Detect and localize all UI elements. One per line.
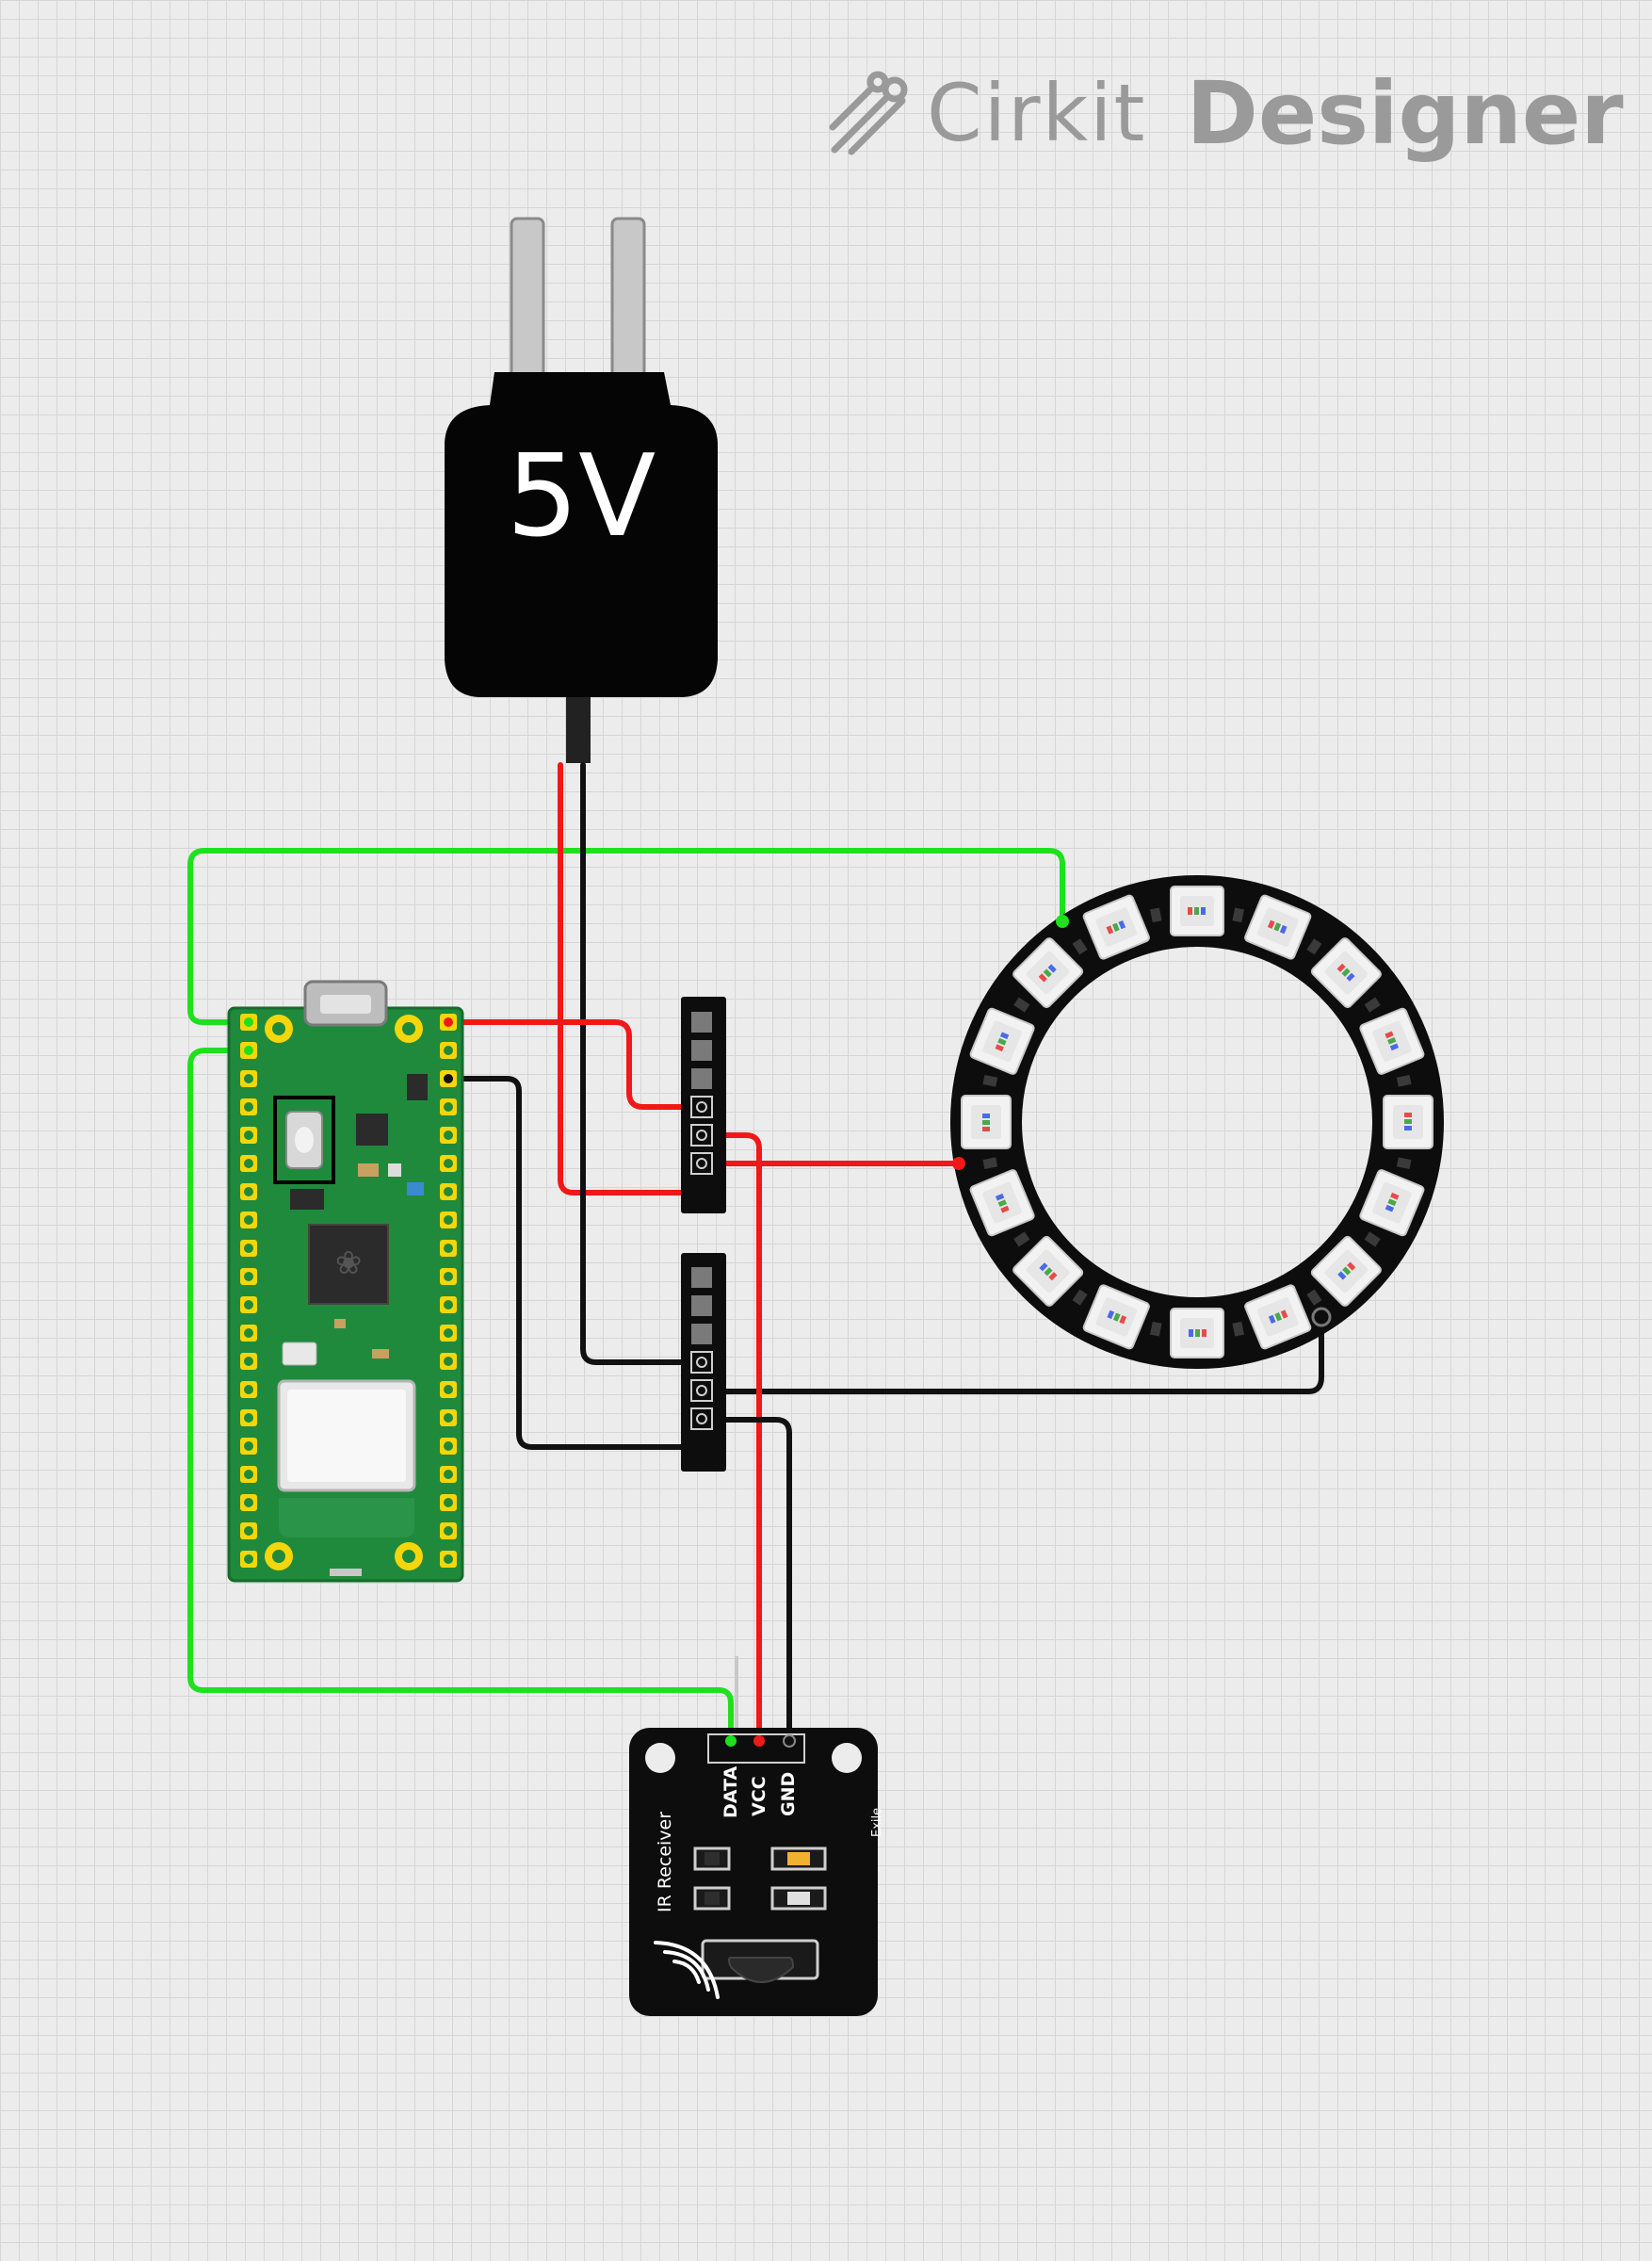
- adapter-body: [445, 372, 718, 697]
- wire-pico-red[interactable]: [445, 1019, 703, 1110]
- header-pin[interactable]: [691, 1295, 712, 1316]
- ir-maker: Exile: [870, 1808, 884, 1837]
- ir-mount-hole: [645, 1743, 675, 1773]
- pico-antenna-area: [279, 1498, 414, 1537]
- neopixel-led: [961, 1095, 1012, 1149]
- header-pin[interactable]: [690, 1379, 713, 1402]
- cirkit-designer-watermark: Cirkit Designer: [829, 57, 1624, 170]
- neopixel-led: [1082, 1284, 1150, 1350]
- ir-pin-label-data: DATA: [721, 1766, 741, 1818]
- header-top[interactable]: [681, 997, 726, 1213]
- header-pin[interactable]: [690, 1096, 713, 1118]
- wire-pico-black[interactable]: [445, 1076, 703, 1450]
- header-pin[interactable]: [691, 1012, 712, 1033]
- wire-ir-black[interactable]: [697, 1417, 792, 1741]
- adapter-prong-left: [510, 217, 545, 390]
- header-pin[interactable]: [690, 1351, 713, 1374]
- neopixel-led: [1383, 1095, 1433, 1149]
- neopixel-led: [1359, 1169, 1425, 1237]
- header-pin[interactable]: [691, 1267, 712, 1288]
- wires: [187, 762, 1324, 1741]
- neopixel-led: [1244, 1284, 1312, 1350]
- header-pin[interactable]: [691, 1040, 712, 1061]
- header-pin[interactable]: [690, 1124, 713, 1147]
- power-adapter[interactable]: 5V: [445, 217, 718, 763]
- wire-pico-green-bottom[interactable]: [187, 1048, 734, 1741]
- watermark-cirkit-text: Cirkit: [927, 67, 1147, 159]
- ring-gnd-pin[interactable]: [1311, 1307, 1332, 1327]
- ir-gnd-pin[interactable]: [783, 1734, 796, 1748]
- pico-board[interactable]: ❀: [227, 980, 464, 1583]
- cirkit-logo-icon: [829, 71, 908, 155]
- header-pin[interactable]: [690, 1152, 713, 1175]
- raspberry-logo-icon: ❀: [335, 1244, 363, 1282]
- header-pin[interactable]: [691, 1068, 712, 1089]
- pico-rp2040-chip: [308, 1224, 389, 1305]
- wire-ring-black[interactable]: [697, 1314, 1324, 1394]
- neopixel-led: [1244, 894, 1312, 960]
- neopixel-led: [1310, 1235, 1382, 1307]
- ring-vcc-pin[interactable]: [952, 1157, 965, 1170]
- ring-din-pin[interactable]: [1056, 915, 1069, 928]
- ir-data-pin[interactable]: [725, 1735, 737, 1747]
- pico-usb-port: [320, 995, 371, 1014]
- watermark-designer-text: Designer: [1186, 62, 1624, 164]
- ir-title: IR Receiver: [655, 1812, 675, 1912]
- neopixel-ring[interactable]: [950, 875, 1444, 1369]
- header-pin[interactable]: [691, 1324, 712, 1344]
- header-pin[interactable]: [690, 1407, 713, 1430]
- ir-receiver-module[interactable]: DATA VCC GND IR Receiver Exile: [629, 1656, 884, 2016]
- ir-pin-label-vcc: VCC: [749, 1776, 769, 1816]
- pico-pin-row-left: [240, 1014, 257, 1568]
- pico-bootsel-outline: [273, 1096, 335, 1184]
- ir-pin-label-gnd: GND: [778, 1772, 799, 1816]
- wire-adapter-black[interactable]: [580, 762, 703, 1365]
- ir-mount-hole: [832, 1743, 862, 1773]
- ir-signal-icon: [654, 1941, 720, 1999]
- ring-leds: [961, 886, 1433, 1358]
- neopixel-led: [1359, 1007, 1425, 1075]
- adapter-label: 5V: [507, 431, 656, 562]
- ir-vcc-pin[interactable]: [753, 1735, 765, 1747]
- wire-pico-green-top[interactable]: [187, 848, 1065, 1025]
- neopixel-led: [969, 1007, 1035, 1075]
- neopixel-led: [1310, 937, 1382, 1009]
- wire-ir-red[interactable]: [697, 1132, 762, 1741]
- wire-adapter-red[interactable]: [558, 762, 703, 1196]
- neopixel-led: [1012, 1235, 1084, 1307]
- adapter-cable: [566, 697, 591, 763]
- neopixel-led: [1012, 937, 1084, 1009]
- header-bottom[interactable]: [681, 1253, 726, 1472]
- neopixel-led: [969, 1169, 1035, 1237]
- pico-flash-chip: [356, 1114, 388, 1146]
- neopixel-led: [1170, 886, 1224, 936]
- neopixel-led: [1170, 1308, 1224, 1358]
- adapter-prong-right: [610, 217, 646, 390]
- neopixel-led: [1082, 894, 1150, 960]
- pico-pin-row-right: [440, 1014, 457, 1568]
